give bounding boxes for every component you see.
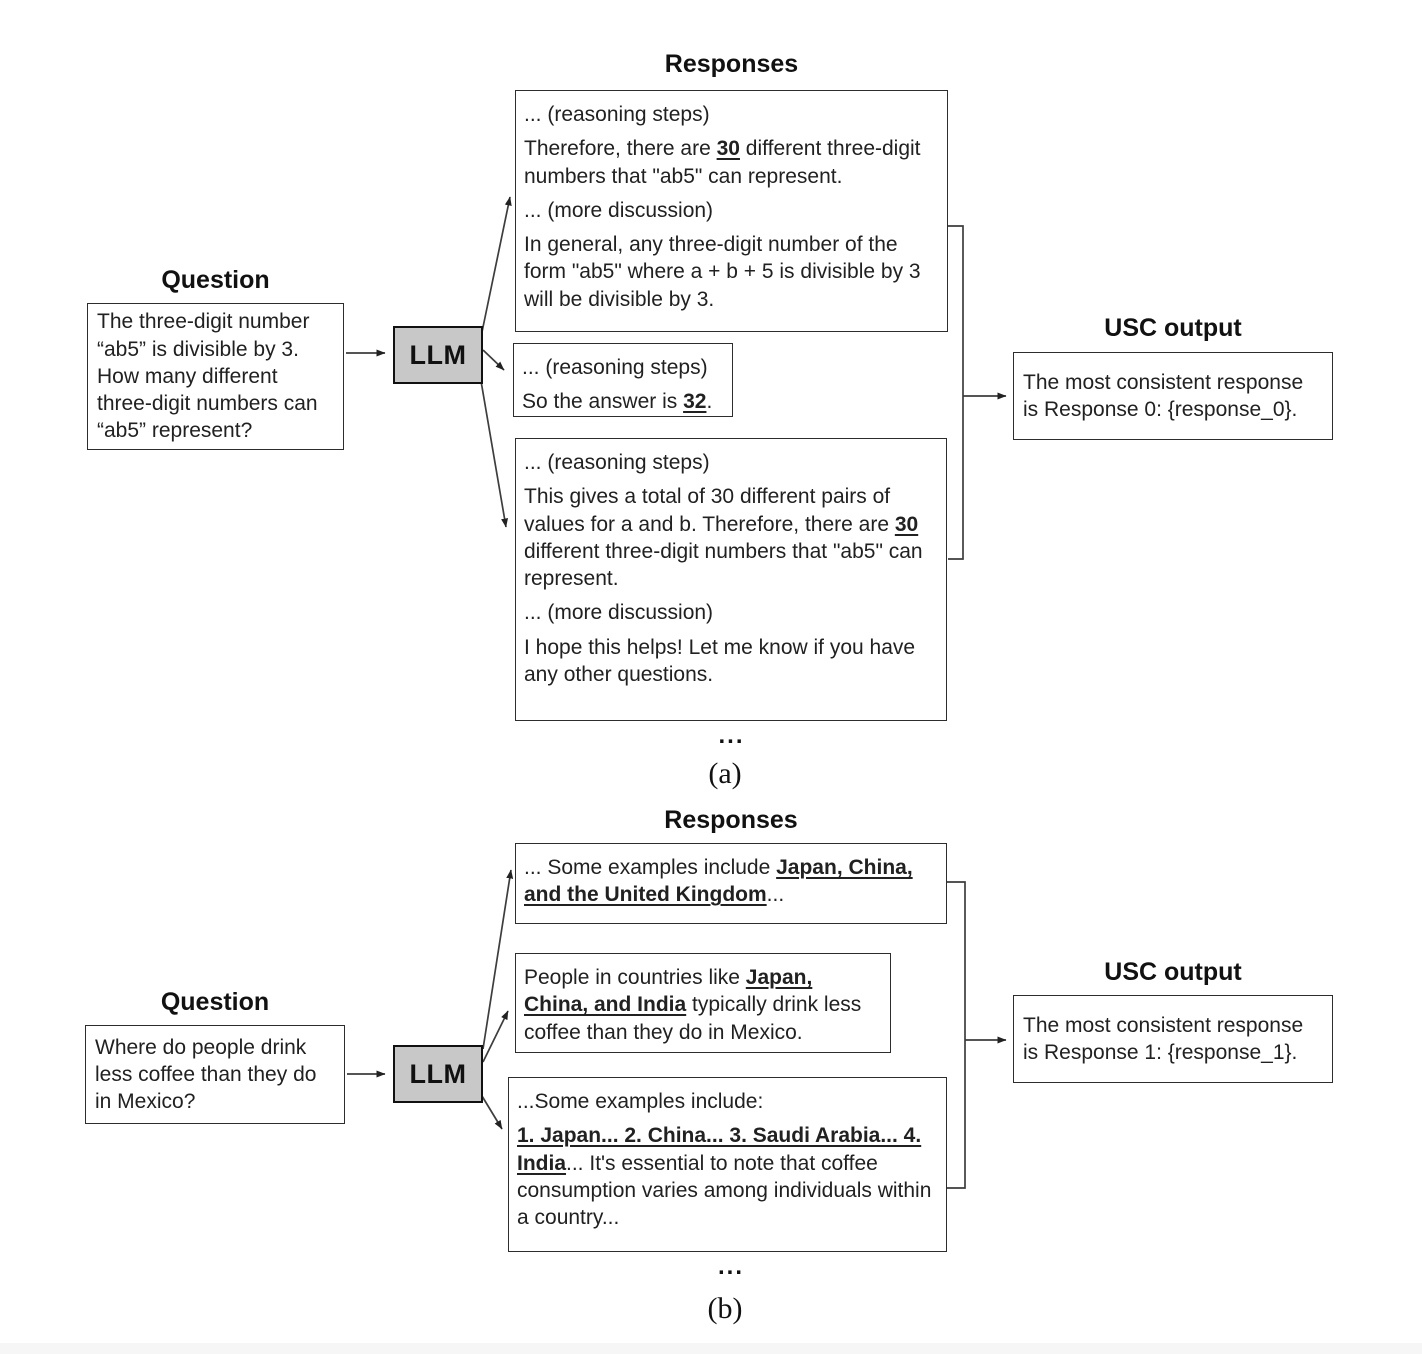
answer-highlight: Japan, China, and the United Kingdom xyxy=(524,856,913,907)
text-segment: ... Some examples include xyxy=(524,856,777,879)
bracket-responses-a xyxy=(948,225,964,560)
text-segment: ...Some examples include: xyxy=(517,1090,764,1113)
text-segment: ... (more discussion) xyxy=(524,601,714,625)
subfigure-label-b: (b) xyxy=(707,1292,743,1325)
response-text: ... (reasoning steps) So the answer is 32… xyxy=(514,344,732,427)
text-segment: Therefore, there are xyxy=(524,137,717,161)
answer-highlight: 1. Japan... 2. China... 3. Saudi Arabia.… xyxy=(517,1124,922,1175)
arrow-llm-to-response3-a xyxy=(480,380,509,528)
response-text: ... (reasoning steps) Therefore, there ar… xyxy=(516,91,947,324)
text-segment: So the answer is xyxy=(522,390,684,414)
response-box-b2: People in countries like Japan, China, a… xyxy=(515,953,891,1053)
responses-ellipsis-b: ... xyxy=(717,1253,744,1280)
text-segment: ... (more discussion) xyxy=(524,198,714,222)
usc-output-text: The most consistent response is Response… xyxy=(1023,1013,1304,1064)
usc-output-title-b: USC output xyxy=(1104,958,1242,986)
response-paragraph: ... Some examples include Japan, China, … xyxy=(524,854,938,909)
text-segment: People in countries like xyxy=(524,966,746,989)
arrow-llm-to-response2-a xyxy=(482,349,505,371)
question-title-b: Question xyxy=(160,988,270,1016)
response-box-b1: ... Some examples include Japan, China, … xyxy=(515,843,947,924)
page-edge-strip xyxy=(0,1343,1422,1354)
text-segment: ... xyxy=(766,883,785,907)
response-paragraph: So the answer is 32. xyxy=(522,388,724,415)
text-segment: ... (reasoning steps) xyxy=(524,103,710,126)
arrow-llm-to-response2-b xyxy=(482,1010,509,1063)
question-box-a: The three-digit number “ab5” is divisibl… xyxy=(87,303,344,450)
arrow-llm-to-response3-b xyxy=(481,1095,503,1130)
usc-output-text: The most consistent response is Response… xyxy=(1023,370,1304,421)
text-segment: different three-digit numbers that "ab5"… xyxy=(524,539,923,591)
response-paragraph: ... (more discussion) xyxy=(524,599,938,626)
response-text: People in countries like Japan, China, a… xyxy=(516,954,890,1057)
answer-highlight: 30 xyxy=(894,512,919,536)
question-text: The three-digit number “ab5” is divisibl… xyxy=(97,310,318,443)
answer-highlight: 32 xyxy=(683,390,707,414)
question-text: Where do people drink less coffee than t… xyxy=(95,1035,317,1114)
response-paragraph: ... (reasoning steps) xyxy=(524,449,938,476)
text-segment: This gives a total of 30 different pairs… xyxy=(524,485,895,536)
text-segment: ... (reasoning steps) xyxy=(522,356,708,379)
response-paragraph: This gives a total of 30 different pairs… xyxy=(524,483,938,592)
response-text: ... (reasoning steps) This gives a total … xyxy=(516,439,946,699)
response-paragraph: ... (more discussion) xyxy=(524,197,939,224)
responses-title-b: Responses xyxy=(664,806,798,834)
responses-title-a: Responses xyxy=(664,50,799,78)
text-segment: I hope this helps! Let me know if you ha… xyxy=(524,635,916,687)
response-paragraph: 1. Japan... 2. China... 3. Saudi Arabia.… xyxy=(517,1122,938,1231)
response-paragraph: I hope this helps! Let me know if you ha… xyxy=(524,634,938,689)
text-segment: typically drink less coffee than they do… xyxy=(524,993,862,1044)
answer-highlight: 30 xyxy=(716,137,740,161)
usc-output-title-a: USC output xyxy=(1104,314,1242,342)
response-text: ...Some examples include: 1. Japan... 2. … xyxy=(509,1078,946,1242)
bracket-responses-b xyxy=(947,881,966,1189)
response-text: ... Some examples include Japan, China, … xyxy=(516,844,946,920)
response-box-b3: ...Some examples include: 1. Japan... 2. … xyxy=(508,1077,947,1252)
usc-output-box-b: The most consistent response is Response… xyxy=(1013,995,1333,1083)
text-segment: In general, any three-digit number of th… xyxy=(524,233,921,311)
llm-box-b: LLM xyxy=(393,1045,483,1103)
response-paragraph: ... (reasoning steps) xyxy=(524,101,939,128)
response-paragraph: ... (reasoning steps) xyxy=(522,354,724,381)
text-segment: . xyxy=(706,390,713,414)
response-paragraph: In general, any three-digit number of th… xyxy=(524,231,939,313)
subfigure-label-a: (a) xyxy=(708,757,742,790)
answer-highlight: Japan, China, and India xyxy=(524,966,813,1017)
text-segment: ... (reasoning steps) xyxy=(524,451,710,474)
response-box-a2: ... (reasoning steps) So the answer is 32… xyxy=(513,343,733,417)
llm-box-a: LLM xyxy=(393,326,483,384)
question-box-b: Where do people drink less coffee than t… xyxy=(85,1025,345,1124)
response-box-a3: ... (reasoning steps) This gives a total … xyxy=(515,438,947,721)
arrow-llm-to-response1-b xyxy=(482,869,514,1050)
response-box-a1: ... (reasoning steps) Therefore, there ar… xyxy=(515,90,948,332)
text-segment: different three-digit numbers that "ab5"… xyxy=(524,137,921,188)
usc-output-box-a: The most consistent response is Response… xyxy=(1013,352,1333,440)
arrow-llm-to-response1-a xyxy=(481,196,512,333)
response-paragraph: Therefore, there are 30 different three-… xyxy=(524,135,939,190)
response-paragraph: ...Some examples include: xyxy=(517,1088,938,1115)
response-paragraph: People in countries like Japan, China, a… xyxy=(524,964,882,1046)
responses-ellipsis-a: ... xyxy=(718,722,745,749)
text-segment: ... It's essential to note that coffee c… xyxy=(517,1151,932,1230)
question-title-a: Question xyxy=(161,266,270,294)
